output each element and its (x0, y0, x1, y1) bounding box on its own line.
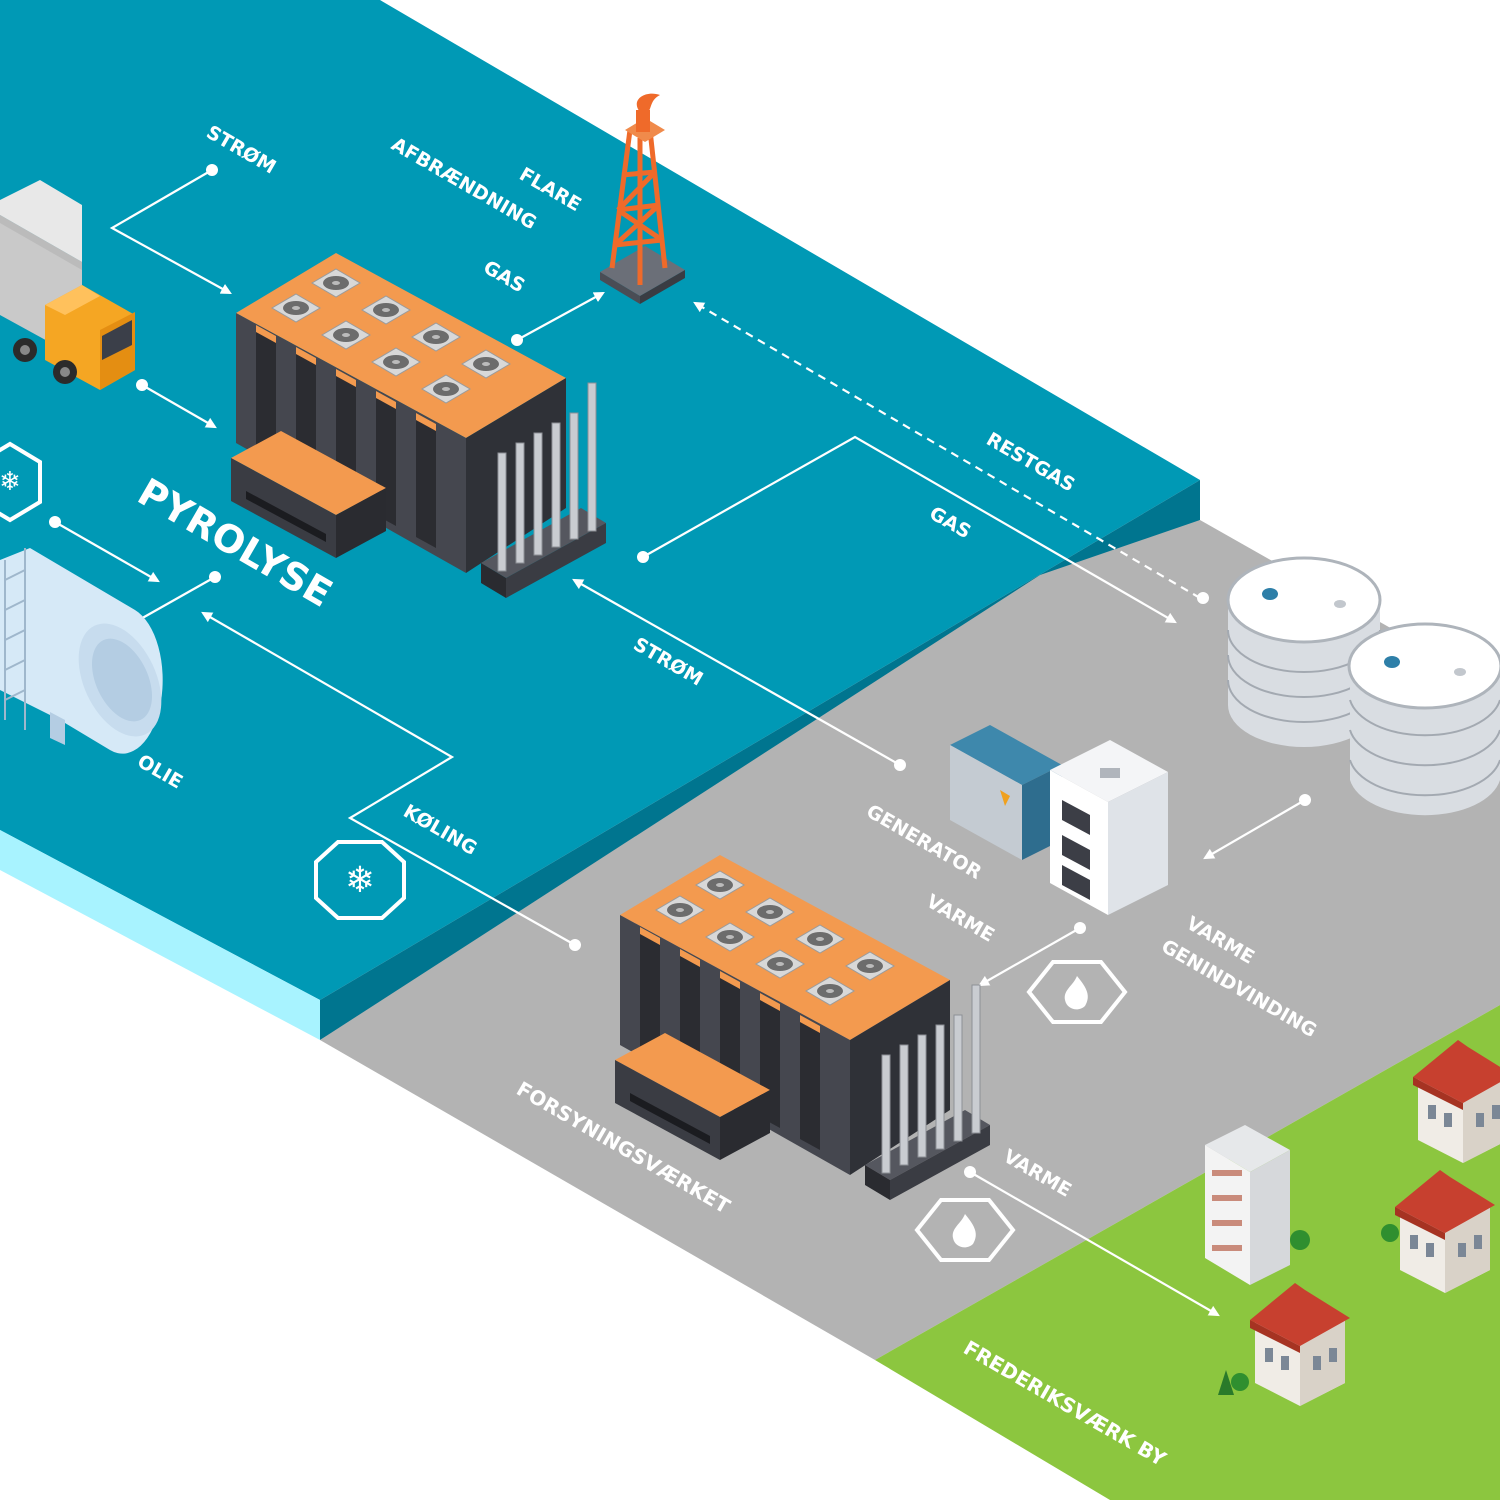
flare-tower-icon (600, 93, 685, 304)
gas-tank-icon (1226, 556, 1382, 747)
generator-icon (950, 725, 1168, 915)
gas-tank-icon (1347, 622, 1500, 816)
flame-icon (914, 1198, 1016, 1262)
truck-icon (0, 180, 135, 390)
apartment-block (1205, 1125, 1290, 1285)
flow-lines (49, 164, 1311, 1317)
flame-icon (1026, 960, 1128, 1024)
snowflake-icon: ❄ (314, 840, 406, 920)
oil-tank-icon (0, 548, 163, 754)
town-buildings (1205, 1040, 1500, 1406)
svg-text:❄: ❄ (345, 860, 375, 901)
svg-text:❄: ❄ (0, 467, 21, 497)
trees (1218, 1224, 1399, 1395)
snowflake-icon: ❄ (0, 441, 42, 523)
